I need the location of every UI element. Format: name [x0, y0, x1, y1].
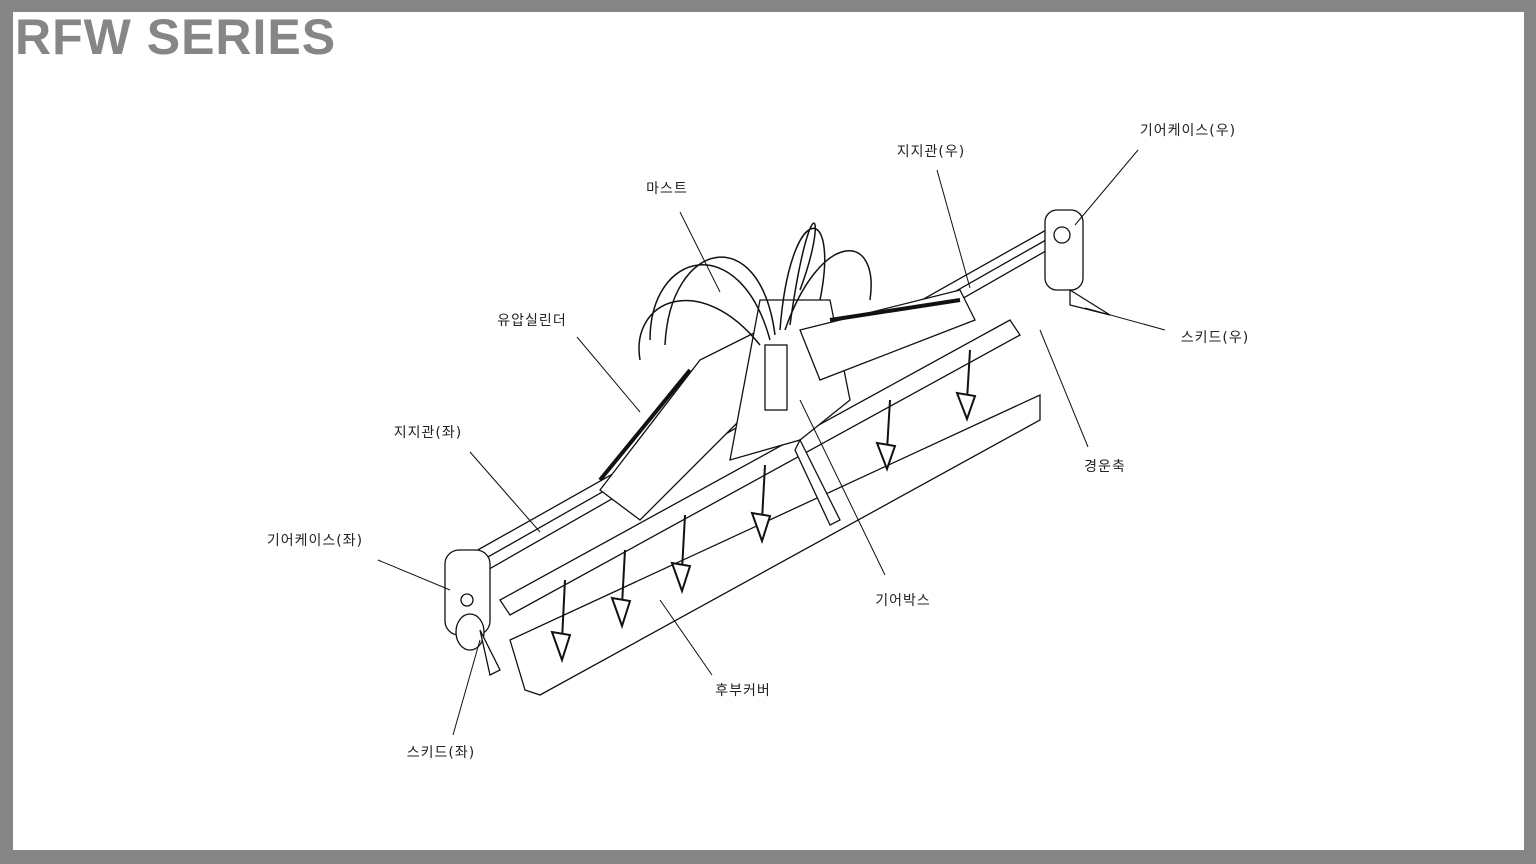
label-skid-left: 스키드(좌): [406, 745, 476, 761]
skid-right: [1069, 288, 1111, 316]
label-support-left: 지지관(좌): [393, 425, 463, 441]
page-title: RFW SERIES: [15, 9, 337, 65]
tines: [550, 349, 977, 664]
label-gearcase-right: 기어케이스(우): [1139, 123, 1237, 139]
diagram-page: RFW SERIES: [13, 9, 1524, 850]
hydraulic-hoses: [638, 222, 872, 361]
label-gearcase-left: 기어케이스(좌): [266, 533, 364, 549]
label-tilling-shaft: 경운축: [1084, 459, 1126, 475]
gearcase-right: [1044, 209, 1084, 291]
skid-left: [479, 629, 501, 676]
rotary-tiller-drawing: [377, 149, 1166, 736]
label-skid-right: 스키드(우): [1180, 330, 1250, 346]
label-support-right: 지지관(우): [896, 144, 966, 160]
label-gearbox: 기어박스: [875, 593, 931, 609]
tine-frame: [499, 319, 1021, 616]
rear-cover: [509, 393, 1041, 696]
gearbox: [794, 438, 841, 526]
label-rear-cover: 후부커버: [715, 683, 771, 699]
mast-frame: [598, 289, 976, 521]
label-hydraulic-cylinder: 유압실린더: [497, 313, 567, 329]
label-mast: 마스트: [646, 181, 688, 197]
leader-lines: [377, 149, 1166, 736]
